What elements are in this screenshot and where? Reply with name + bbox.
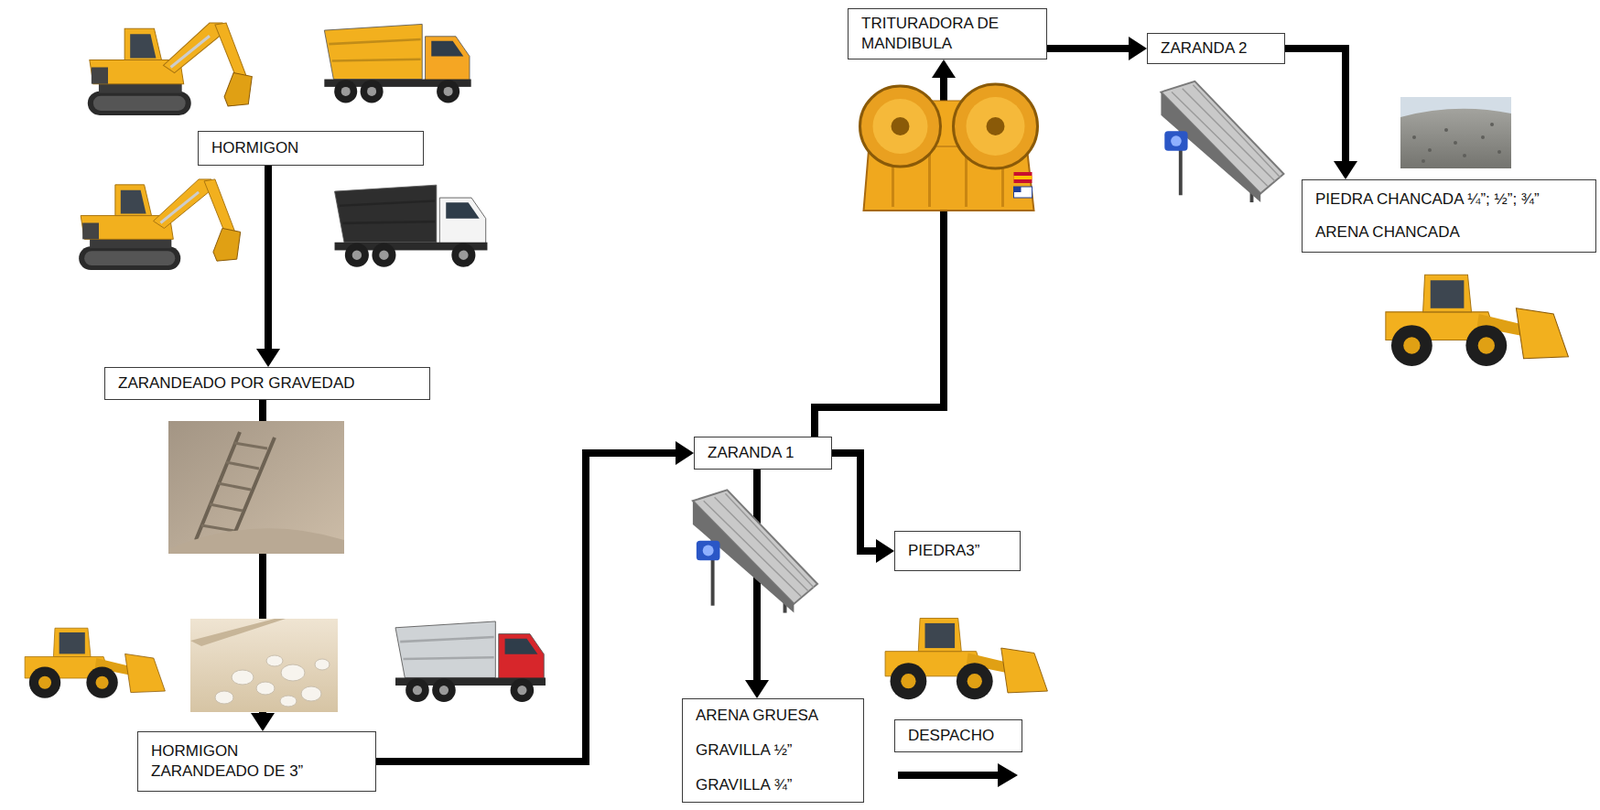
dump-truck	[335, 184, 488, 268]
arrow-head	[256, 348, 281, 368]
arrow-head	[875, 539, 895, 563]
vibrating-screen	[692, 489, 818, 613]
arrow-head	[250, 713, 275, 732]
excavator	[78, 179, 241, 271]
flow-arrow	[376, 441, 694, 762]
box-label: TRITURADORA DE MANDIBULA	[861, 13, 1034, 55]
process-box: ARENA GRUESA GRAVILLA ½” GRAVILLA ¾”	[681, 698, 865, 803]
process-box: ZARANDEADO POR GRAVEDAD	[104, 367, 431, 400]
box-label: ZARANDA 2	[1160, 38, 1272, 59]
stockpile-photo	[190, 618, 338, 713]
box-label: ZARANDA 1	[707, 443, 819, 464]
arrow-head	[931, 59, 956, 78]
arrow-shaft	[264, 165, 272, 349]
dispatch-arrow	[897, 763, 1018, 788]
arrow-shaft	[1285, 48, 1346, 162]
process-box: PIEDRA3”	[894, 530, 1021, 572]
box-label: PIEDRA3”	[908, 540, 1007, 562]
box-label: HORMIGON ZARANDEADO DE 3”	[151, 741, 319, 782]
wheel-loader	[1385, 274, 1569, 367]
dump-truck	[395, 621, 546, 703]
arrow-head	[1333, 161, 1358, 180]
process-box: TRITURADORA DE MANDIBULA	[847, 8, 1048, 60]
arrow-shaft	[1047, 44, 1129, 53]
box-label: DESPACHO	[908, 725, 1009, 746]
box-label: ARENA GRUESA	[695, 705, 851, 726]
arrow-head	[675, 441, 694, 465]
wheel-loader	[885, 617, 1048, 700]
dump-truck	[324, 23, 471, 103]
flow-arrow	[1285, 48, 1358, 180]
arrow-head	[1128, 36, 1147, 61]
wheel-loader	[24, 627, 165, 699]
vibrating-screen	[1160, 81, 1284, 203]
box-label: PIEDRA CHANCADA ¼”; ½”; ¾”	[1315, 189, 1583, 210]
flow-arrow	[832, 453, 895, 563]
gravity-screen-photo	[168, 421, 345, 554]
box-label: GRAVILLA ½”	[695, 740, 851, 761]
process-box: ZARANDA 1	[693, 436, 833, 470]
box-label: ARENA CHANCADA	[1315, 222, 1583, 243]
process-box: HORMIGON ZARANDEADO DE 3”	[137, 731, 377, 792]
excavator	[87, 22, 252, 116]
process-box: PIEDRA CHANCADA ¼”; ½”; ¾” ARENA CHANCADA	[1301, 179, 1597, 253]
arrow-shaft	[832, 453, 876, 552]
box-label: ZARANDEADO POR GRAVEDAD	[118, 373, 417, 394]
flow-arrow	[1047, 36, 1147, 61]
crushed-stone-photo	[1400, 97, 1512, 169]
process-box: HORMIGON	[197, 130, 424, 166]
jaw-crusher	[860, 84, 1038, 211]
arrow-head	[745, 680, 769, 699]
box-label: GRAVILLA ¾”	[695, 775, 851, 796]
process-box: DESPACHO	[894, 719, 1023, 753]
arrow-shaft	[376, 453, 676, 762]
box-label: HORMIGON	[211, 138, 411, 159]
flow-arrow	[256, 165, 281, 368]
process-box: ZARANDA 2	[1146, 32, 1286, 65]
